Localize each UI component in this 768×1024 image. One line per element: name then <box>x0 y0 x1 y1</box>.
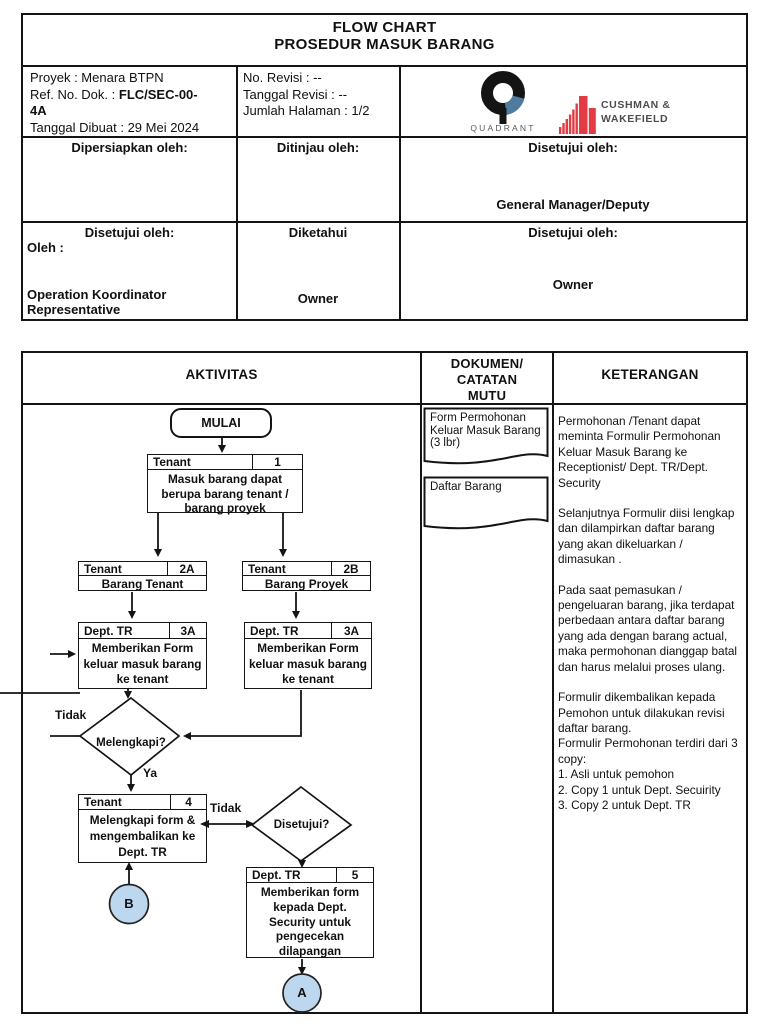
process-box-5-text: Memberikan form kepada Dept. Security un… <box>260 885 360 959</box>
header-divider-2 <box>23 136 746 138</box>
process-box-2a-header: Tenant 2A <box>79 562 206 576</box>
process-box-1-text: Masuk barang dapat berupa barang tenant … <box>161 472 289 516</box>
header-col-divider-1 <box>236 66 238 320</box>
document-symbol-1: Form Permohonan Keluar Masuk Barang (3 l… <box>423 407 549 471</box>
process-box-1: Tenant 1 Masuk barang dapat berupa baran… <box>147 454 303 516</box>
cw-text-line1: CUSHMAN & <box>601 99 671 111</box>
process-box-2a: Tenant 2A Barang Tenant <box>78 561 207 591</box>
cushman-wakefield-text: CUSHMAN & WAKEFIELD <box>601 98 671 126</box>
header-col-divider-2 <box>399 66 401 320</box>
process-box-1-number: 1 <box>252 455 302 469</box>
process-box-4-header: Tenant 4 <box>79 795 206 810</box>
known-by-name: Owner <box>297 291 339 306</box>
process-box-2b-header: Tenant 2B <box>243 562 370 576</box>
header-divider-3 <box>23 221 746 223</box>
process-box-5: Dept. TR 5 Memberikan form kepada Dept. … <box>246 867 374 958</box>
process-box-3b-text: Memberikan Form keluar masuk barang ke t… <box>248 641 368 687</box>
process-box-2a-number: 2A <box>167 562 206 576</box>
process-box-2b-number: 2B <box>331 562 370 576</box>
process-box-3a: Dept. TR 3A Memberikan Form keluar masuk… <box>78 622 207 689</box>
document-symbol-2: Daftar Barang <box>423 476 549 536</box>
process-box-2b: Tenant 2B Barang Proyek <box>242 561 371 591</box>
process-box-2a-text: Barang Tenant <box>101 577 184 591</box>
process-box-2b-role: Tenant <box>248 561 286 576</box>
quadrant-tail <box>499 108 507 124</box>
known-by-label: Diketahui <box>288 225 348 240</box>
page-title-line2: PROSEDUR MASUK BARANG <box>274 36 495 53</box>
diamond1-label: Melengkapi? <box>96 737 166 749</box>
document-symbol-2-shape <box>423 476 549 530</box>
quadrant-blue-arc <box>504 95 525 115</box>
document-info-revision: No. Revisi : --Tanggal Revisi : --Jumlah… <box>243 70 370 118</box>
header-table <box>21 13 748 321</box>
quadrant-logo-text: QUADRANT <box>470 123 536 133</box>
process-box-3a-number: 3A <box>169 623 206 638</box>
process-box-1-role: Tenant <box>153 455 191 469</box>
diamond2-label: Disetujui? <box>273 819 330 831</box>
cw-text-line2: WAKEFIELD <box>601 113 669 125</box>
document-symbol-2-text: Daftar Barang <box>430 481 502 493</box>
process-box-3a-role: Dept. TR <box>84 623 133 638</box>
row2-approved-label: Disetujui oleh: <box>84 225 175 240</box>
column-header-aktivitas: AKTIVITAS <box>185 367 258 382</box>
row2-right-approved-label: Disetujui oleh: <box>528 225 618 240</box>
approved-by-label: Disetujui oleh: <box>528 140 618 155</box>
label-tidak-1: Tidak <box>55 708 87 722</box>
process-box-3a-text: Memberikan Form keluar masuk barang ke t… <box>83 641 202 687</box>
quadrant-logo-icon <box>481 71 525 124</box>
row2-oleh-label: Oleh : <box>27 240 64 255</box>
process-box-5-header: Dept. TR 5 <box>247 868 373 883</box>
cw-red-bars <box>559 96 596 134</box>
process-box-4-text: Melengkapi form & mengembalikan ke Dept.… <box>89 813 196 859</box>
cushman-wakefield-logo: CUSHMAN & WAKEFIELD <box>559 94 679 136</box>
process-box-3b-number: 3A <box>331 623 371 638</box>
process-box-3b-header: Dept. TR 3A <box>245 623 371 639</box>
process-box-5-number: 5 <box>336 868 373 882</box>
keterangan-notes: Permohonan /Tenant dapat meminta Formuli… <box>558 414 738 812</box>
process-box-4-role: Tenant <box>84 795 122 809</box>
start-label: MULAI <box>201 416 241 430</box>
process-box-1-header: Tenant 1 <box>148 455 302 470</box>
prepared-by-label: Dipersiapkan oleh: <box>71 140 188 155</box>
start-terminator: MULAI <box>170 408 272 438</box>
approved-by-name: General Manager/Deputy <box>496 197 650 212</box>
process-box-3a-header: Dept. TR 3A <box>79 623 206 639</box>
flowchart-col-divider-2 <box>552 353 554 1012</box>
column-header-dokumen: DOKUMEN/ CATATAN MUTU <box>450 356 524 403</box>
row2-left-name: Operation Koordinator Representative <box>27 287 167 317</box>
column-header-keterangan: KETERANGAN <box>601 367 699 382</box>
label-tidak-2: Tidak <box>210 801 242 815</box>
process-box-4: Tenant 4 Melengkapi form & mengembalikan… <box>78 794 207 863</box>
row2-right-name: Owner <box>552 277 594 292</box>
document-symbol-1-text: Form Permohonan Keluar Masuk Barang (3 l… <box>430 412 541 449</box>
flowchart-header-divider <box>23 403 746 405</box>
connector-b-letter: B <box>124 896 134 911</box>
process-box-2a-role: Tenant <box>84 561 122 576</box>
process-box-5-role: Dept. TR <box>252 868 301 882</box>
flowchart-col-divider-1 <box>420 353 422 1012</box>
document-symbol-1-shape <box>423 407 549 465</box>
page-title: FLOW CHART PROSEDUR MASUK BARANG <box>23 19 746 53</box>
process-box-2b-text: Barang Proyek <box>264 577 349 591</box>
quadrant-logo: QUADRANT <box>470 70 533 134</box>
process-box-3b-role: Dept. TR <box>250 623 299 638</box>
process-box-4-number: 4 <box>170 795 206 809</box>
connector-a-letter: A <box>297 985 307 1000</box>
process-box-3b: Dept. TR 3A Memberikan Form keluar masuk… <box>244 622 372 689</box>
cushman-wakefield-icon <box>559 96 596 134</box>
reviewed-by-label: Ditinjau oleh: <box>276 140 360 155</box>
label-ya: Ya <box>143 766 158 780</box>
page-title-line1: FLOW CHART <box>332 19 437 36</box>
header-divider-1 <box>23 65 746 67</box>
